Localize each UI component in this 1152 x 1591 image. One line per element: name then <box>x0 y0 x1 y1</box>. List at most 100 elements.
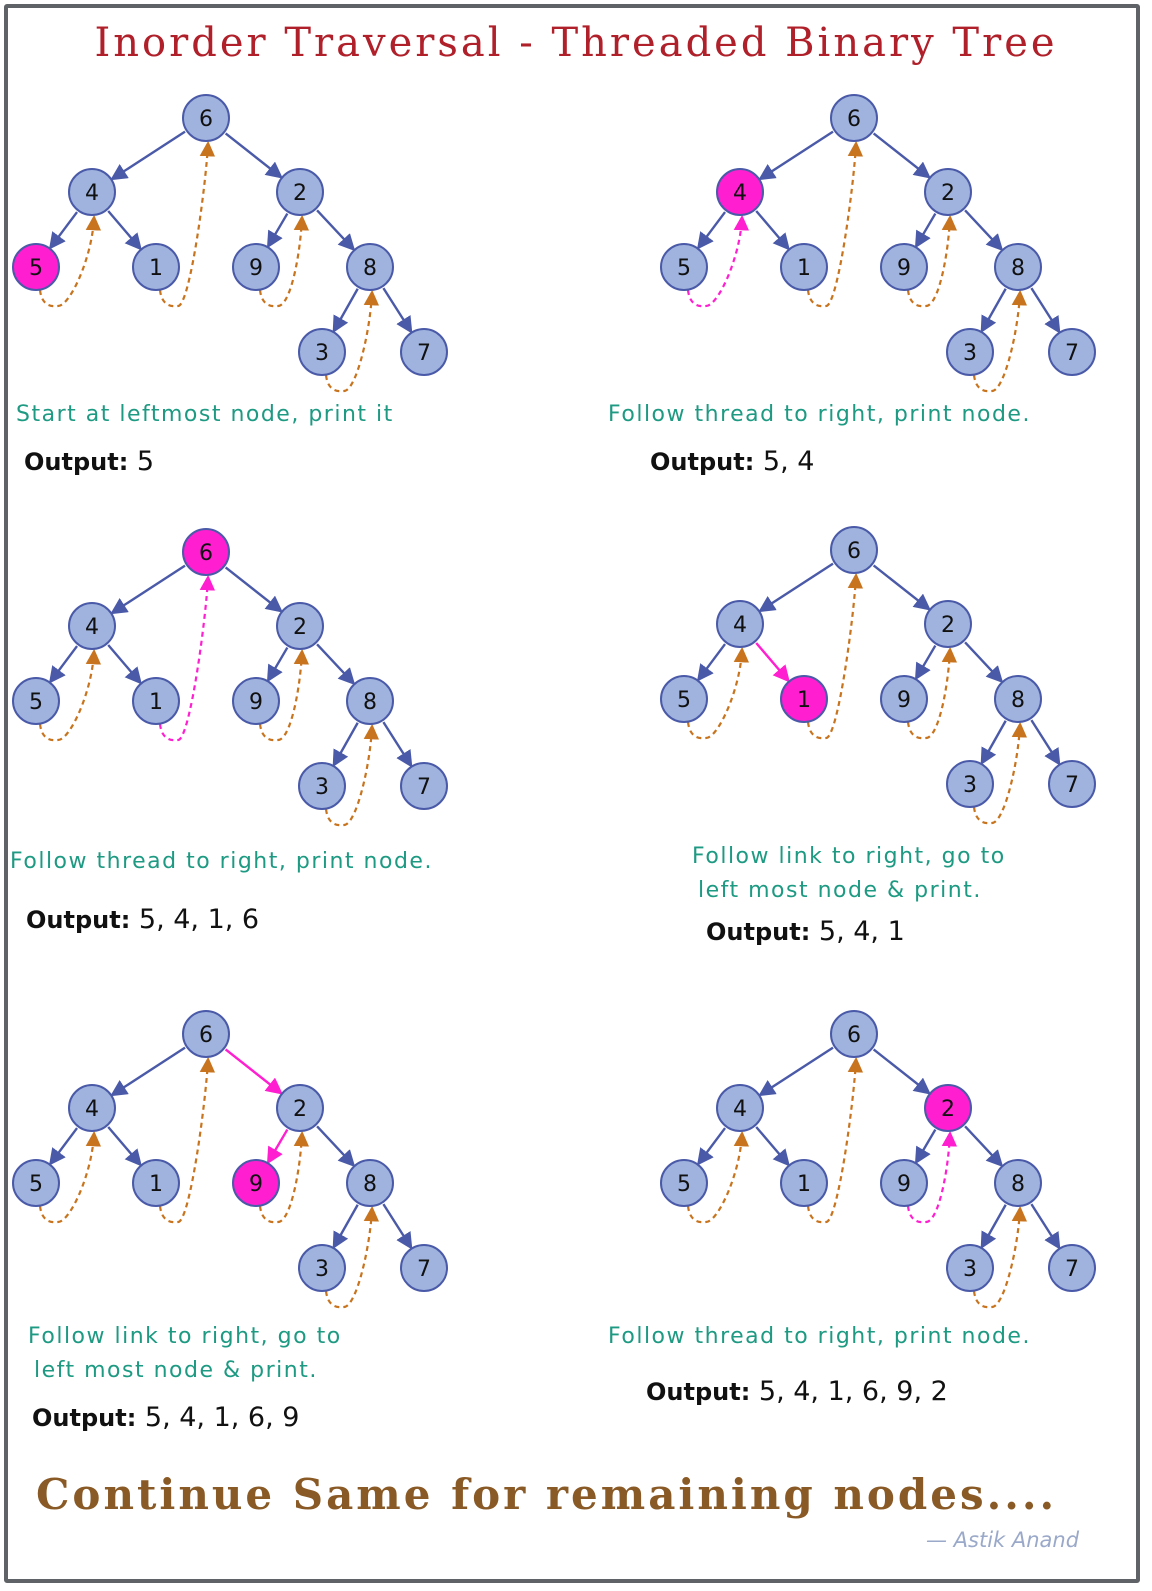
tree-node-2: 2 <box>924 1084 972 1132</box>
edge-4-5 <box>696 211 727 250</box>
node-circle <box>276 602 324 650</box>
node-label: 7 <box>417 1257 431 1282</box>
tree-node-4: 4 <box>716 1084 764 1132</box>
thread-1-6 <box>158 1056 216 1224</box>
node-label: 2 <box>941 181 955 206</box>
output-value: 5, 4, 1, 6, 9, 2 <box>758 1376 948 1407</box>
node-label: 5 <box>29 1172 43 1197</box>
node-label: 7 <box>417 775 431 800</box>
caption-line: Follow thread to right, print node. <box>608 1324 1031 1349</box>
node-circle <box>994 675 1042 723</box>
tree-node-4: 4 <box>68 1084 116 1132</box>
node-circle <box>830 526 878 574</box>
tree-node-9: 9 <box>880 243 928 291</box>
step-caption: Start at leftmost node, print it <box>16 398 394 432</box>
caption-line: Start at leftmost node, print it <box>16 402 394 427</box>
tree-node-9: 9 <box>232 677 280 725</box>
edge-8-3 <box>980 288 1007 334</box>
thread-5-4 <box>38 214 102 308</box>
node-label: 3 <box>315 341 329 366</box>
thread-1-6 <box>806 140 864 308</box>
thread-3-8 <box>324 723 380 827</box>
node-circle <box>716 1084 764 1132</box>
tree-node-3: 3 <box>298 762 346 810</box>
node-circle <box>880 243 928 291</box>
edge-8-7 <box>1030 719 1061 766</box>
tree-node-9: 9 <box>880 1159 928 1207</box>
tree-node-9: 9 <box>232 1159 280 1207</box>
tree-node-9: 9 <box>232 243 280 291</box>
node-label: 6 <box>199 107 213 132</box>
tree-node-5: 5 <box>660 243 708 291</box>
tree-node-4: 4 <box>68 168 116 216</box>
node-label: 9 <box>249 1172 263 1197</box>
node-circle <box>12 677 60 725</box>
node-circle <box>924 1084 972 1132</box>
output-value: 5, 4 <box>762 446 815 477</box>
tree-node-6: 6 <box>182 94 230 142</box>
node-circle <box>880 1159 928 1207</box>
node-label: 3 <box>963 341 977 366</box>
node-label: 7 <box>1065 1257 1079 1282</box>
node-label: 5 <box>29 256 43 281</box>
step-output: Output: 5, 4, 1, 6 <box>26 904 259 935</box>
output-label: Output: <box>706 918 811 946</box>
edge-2-8 <box>316 643 356 686</box>
step-output: Output: 5, 4, 1 <box>706 916 905 947</box>
node-circle <box>346 243 394 291</box>
node-circle <box>400 328 448 376</box>
tree-node-7: 7 <box>400 1244 448 1292</box>
node-circle <box>994 243 1042 291</box>
node-label: 5 <box>677 688 691 713</box>
thread-3-8 <box>972 1205 1028 1309</box>
tree-node-6: 6 <box>830 1010 878 1058</box>
node-circle <box>346 1159 394 1207</box>
edge-4-1 <box>755 642 790 683</box>
tree-node-1: 1 <box>780 1159 828 1207</box>
thread-5-4 <box>686 1130 750 1224</box>
caption-line: Follow link to right, go to <box>692 844 1006 869</box>
edge-4-5 <box>48 1127 79 1166</box>
node-circle <box>660 1159 708 1207</box>
tree-node-3: 3 <box>946 328 994 376</box>
node-circle <box>924 600 972 648</box>
output-label: Output: <box>646 1378 751 1406</box>
edge-6-4 <box>758 562 834 613</box>
tree-node-4: 4 <box>716 168 764 216</box>
caption-line: left most node & print. <box>34 1358 318 1383</box>
node-circle <box>232 677 280 725</box>
edge-4-1 <box>107 1126 142 1167</box>
node-label: 5 <box>29 690 43 715</box>
node-circle <box>400 1244 448 1292</box>
node-circle <box>946 1244 994 1292</box>
tree-node-5: 5 <box>660 1159 708 1207</box>
tree-node-4: 4 <box>716 600 764 648</box>
page-title: Inorder Traversal - Threaded Binary Tree <box>94 20 1058 66</box>
node-label: 1 <box>149 256 163 281</box>
node-label: 3 <box>315 775 329 800</box>
tree-node-2: 2 <box>924 600 972 648</box>
thread-5-4 <box>38 1130 102 1224</box>
output-spacer <box>136 1402 145 1433</box>
edge-4-5 <box>696 643 727 682</box>
tree-node-8: 8 <box>346 1159 394 1207</box>
thread-9-2 <box>258 1130 310 1224</box>
output-value: 5, 4, 1 <box>818 916 905 947</box>
edge-8-3 <box>332 722 359 768</box>
node-label: 8 <box>1011 256 1025 281</box>
edge-8-7 <box>382 721 413 768</box>
thread-9-2 <box>258 648 310 742</box>
node-circle <box>132 1159 180 1207</box>
node-circle <box>830 94 878 142</box>
page-frame <box>4 4 1140 1583</box>
step-output: Output: 5, 4, 1, 6, 9, 2 <box>646 1376 948 1407</box>
tree-node-3: 3 <box>946 760 994 808</box>
tree-node-1: 1 <box>132 1159 180 1207</box>
